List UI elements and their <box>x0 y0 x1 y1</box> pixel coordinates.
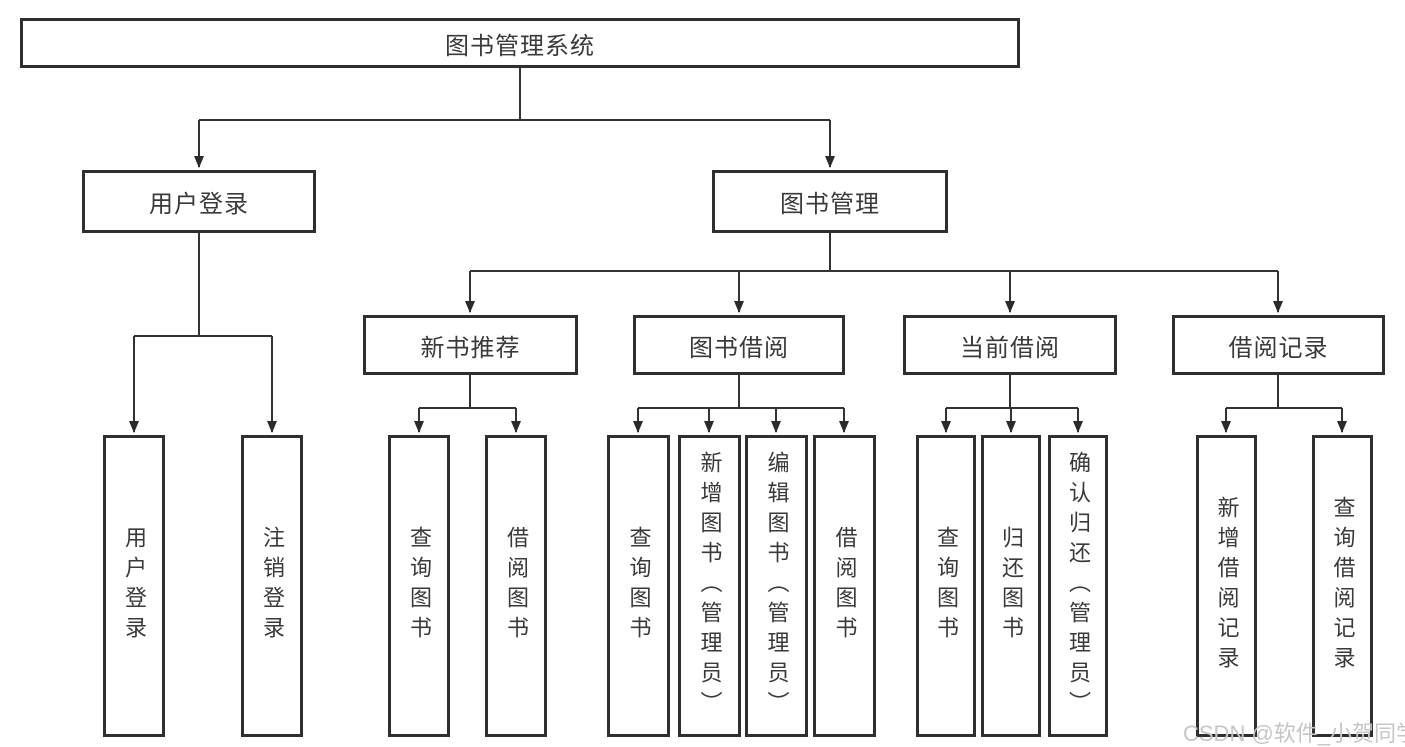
node-borrow-records: 借阅记录 <box>1172 315 1385 375</box>
leaf-borrow-books-recommend: 借阅图书 <box>485 435 547 737</box>
node-label: 新书推荐 <box>420 334 521 362</box>
leaf-add-books-admin: 新增图书（管理员） <box>678 435 741 737</box>
leaf-add-borrow-record: 新增借阅记录 <box>1196 435 1257 737</box>
node-label: 用户登录 <box>122 526 147 646</box>
node-label: 图书管理 <box>780 191 880 218</box>
node-new-book-recommend: 新书推荐 <box>363 315 578 375</box>
leaf-edit-books-admin: 编辑图书（管理员） <box>745 435 808 737</box>
node-label: 编辑图书（管理员） <box>764 451 790 721</box>
node-label: 确认归还（管理员） <box>1066 451 1091 721</box>
node-label: 新增图书（管理员） <box>697 451 723 721</box>
leaf-query-books-recommend: 查询图书 <box>388 435 450 737</box>
node-user-login: 用户登录 <box>82 170 316 233</box>
node-label: 新增借阅记录 <box>1214 496 1240 676</box>
leaf-query-books-borrow: 查询图书 <box>607 435 670 737</box>
leaf-query-borrow-record: 查询借阅记录 <box>1312 435 1373 737</box>
leaf-borrow-books: 借阅图书 <box>813 435 876 737</box>
node-label: 借阅图书 <box>832 526 858 646</box>
node-label: 图书借阅 <box>689 334 789 362</box>
node-label: 注销登录 <box>260 526 285 646</box>
node-current-borrow: 当前借阅 <box>903 315 1117 375</box>
leaf-return-books: 归还图书 <box>981 435 1041 737</box>
leaf-query-books-current: 查询图书 <box>916 435 976 737</box>
node-library-management-system: 图书管理系统 <box>20 18 1020 68</box>
leaf-user-login: 用户登录 <box>103 435 165 737</box>
node-label: 用户登录 <box>149 191 249 218</box>
leaf-logout: 注销登录 <box>241 435 303 737</box>
node-label: 当前借阅 <box>960 334 1060 362</box>
node-book-borrow: 图书借阅 <box>633 315 845 375</box>
node-label: 图书管理系统 <box>445 32 595 60</box>
csdn-watermark: CSDN @软件_小贺同学 <box>1183 721 1405 746</box>
node-label: 查询图书 <box>934 526 959 646</box>
node-label: 归还图书 <box>999 526 1024 646</box>
node-label: 借阅图书 <box>504 526 529 646</box>
node-label: 查询图书 <box>626 526 652 646</box>
node-book-management: 图书管理 <box>712 170 948 233</box>
node-label: 查询借阅记录 <box>1330 496 1356 676</box>
node-label: 借阅记录 <box>1228 334 1329 362</box>
leaf-confirm-return-admin: 确认归还（管理员） <box>1048 435 1108 737</box>
node-label: 查询图书 <box>407 526 432 646</box>
